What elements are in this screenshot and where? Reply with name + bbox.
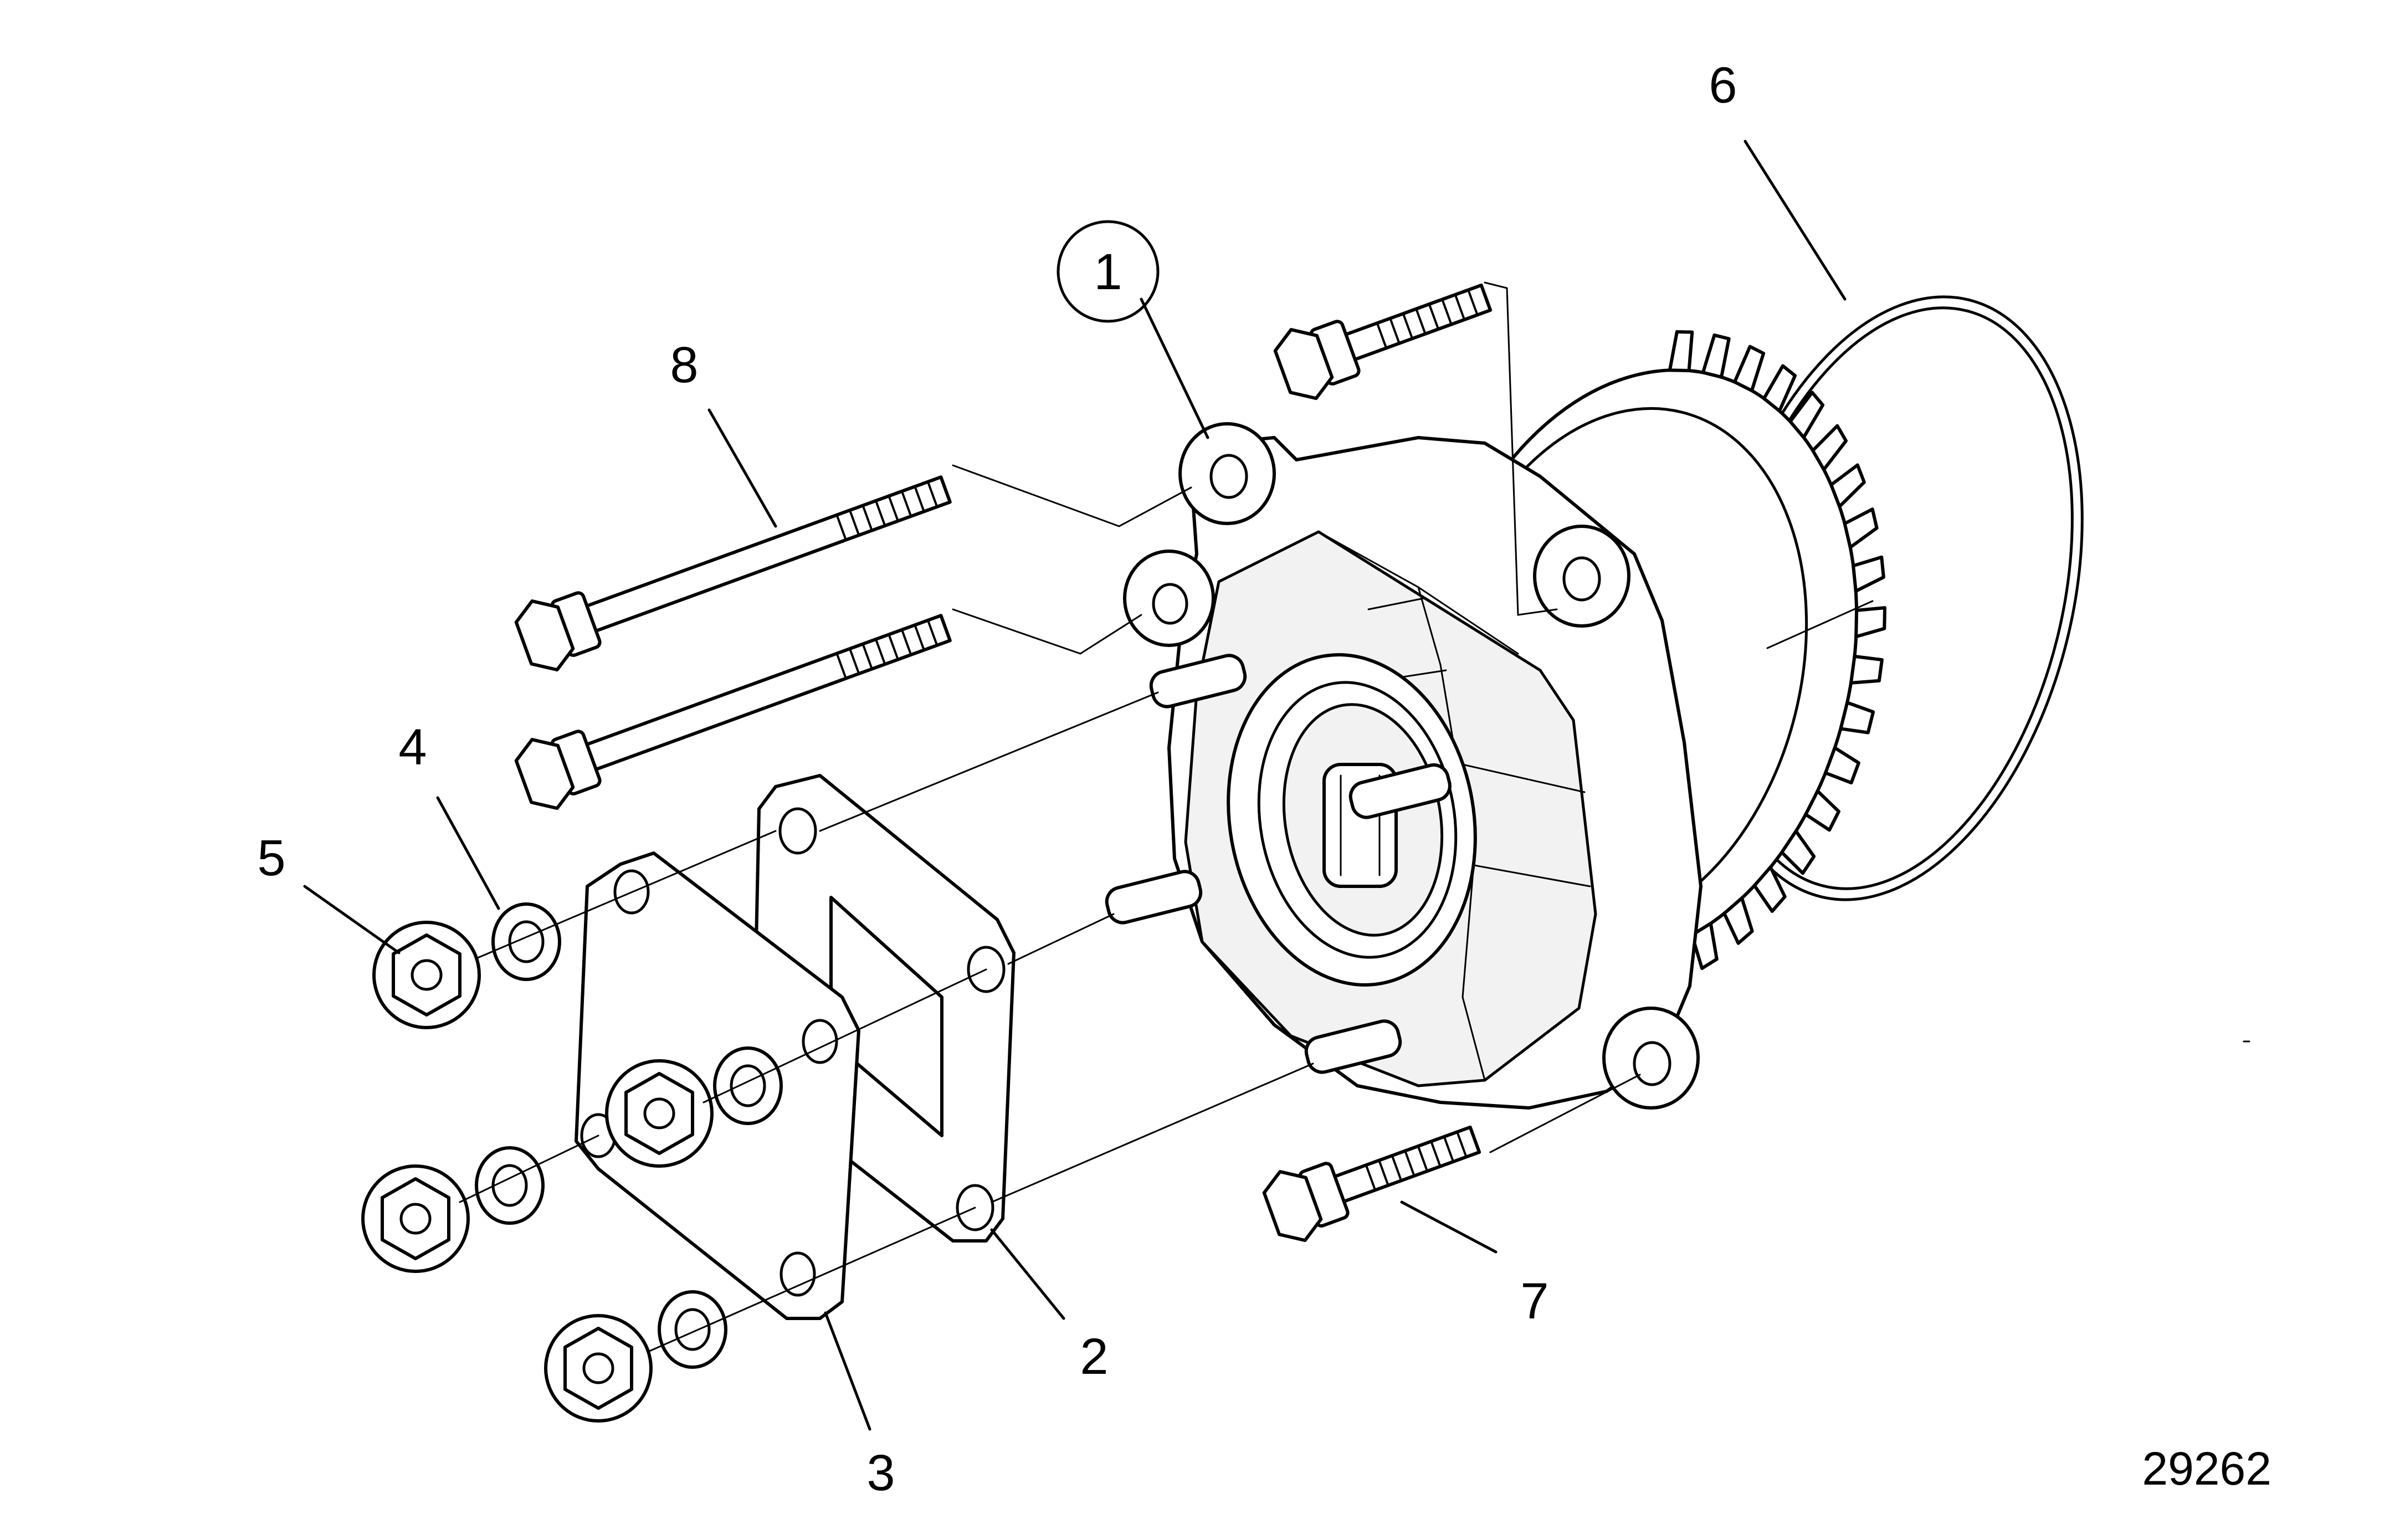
gear-tooth — [1788, 391, 1825, 439]
washers — [475, 902, 783, 1369]
alignment-lines — [459, 281, 1641, 1353]
gear-tooth — [1823, 746, 1860, 785]
leader-lines — [303, 140, 1847, 1431]
callout-2: 2 — [1080, 1328, 1108, 1385]
gear-tooth — [1722, 896, 1754, 945]
callout-7: 7 — [1520, 1273, 1548, 1329]
gear-tooth — [1762, 364, 1797, 413]
studs — [1105, 654, 1452, 1074]
gear-tooth — [1733, 345, 1766, 393]
gear-tooth — [1854, 606, 1887, 639]
long-bolt-upper — [514, 475, 952, 672]
gear-tooth — [1843, 507, 1879, 550]
gear-tooth — [1668, 330, 1694, 373]
callout-6: 6 — [1709, 57, 1737, 114]
gear-tooth — [1811, 424, 1848, 471]
short-bolt-upper — [1273, 283, 1493, 401]
callout-3: 3 — [866, 1445, 895, 1501]
callout-8: 8 — [670, 337, 698, 393]
gear-tooth — [1690, 921, 1719, 971]
long-bolt-lower — [514, 614, 952, 810]
callout-4: 4 — [398, 719, 427, 776]
nuts — [361, 921, 714, 1423]
gear-tooth — [1752, 865, 1787, 913]
gear-tooth — [1701, 333, 1731, 379]
gear-tooth — [1804, 789, 1840, 832]
svg-text:1: 1 — [1094, 244, 1122, 300]
callout-1: 1 — [1057, 220, 1160, 323]
gear-tooth — [1780, 829, 1816, 875]
gear-tooth — [1849, 654, 1884, 685]
gear-tooth — [1839, 701, 1875, 735]
short-bolt-lower — [1262, 1125, 1481, 1243]
gear-tooth — [1829, 463, 1866, 509]
reference-number: 29262 — [2142, 1443, 2271, 1495]
gear-tooth — [1852, 555, 1885, 593]
callout-5: 5 — [257, 830, 285, 886]
